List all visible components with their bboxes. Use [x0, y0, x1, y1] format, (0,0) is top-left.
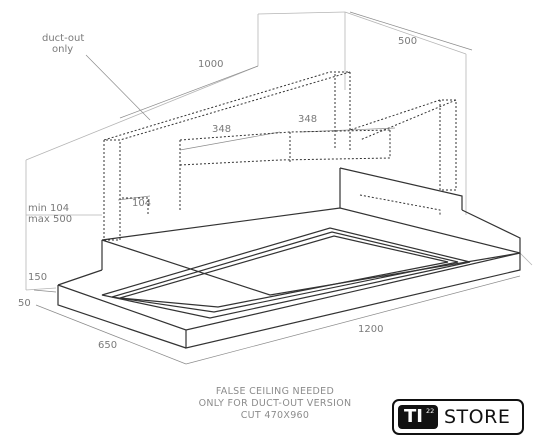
duct-out-label: duct-out [42, 33, 84, 44]
note-line-2: ONLY FOR DUCT-OUT VERSION [198, 398, 352, 409]
duct-out-only-label: only [52, 44, 73, 55]
width-1200-label: 1200 [358, 324, 383, 335]
logo-mark-text: TI [404, 406, 423, 427]
duct-dotted-structure [103, 71, 457, 241]
depth-500-label: 500 [398, 36, 417, 47]
note-line-3: CUT 470X960 [240, 410, 310, 421]
width-1000-label: 1000 [198, 59, 223, 70]
logo-mark-superscript: 22 [426, 407, 435, 415]
max-height-label: max 500 [28, 214, 72, 225]
duct-104-label: 104 [132, 198, 151, 209]
depth-650-label: 650 [98, 340, 117, 351]
note-line-1: FALSE CEILING NEEDED [215, 386, 335, 397]
ti-store-logo: TI 22 STORE [392, 399, 524, 435]
ceiling-outline [25, 11, 533, 291]
installation-note: FALSE CEILING NEEDED ONLY FOR DUCT-OUT V… [170, 386, 380, 422]
duct-348-side-label: 348 [298, 114, 317, 125]
logo-wordmark: STORE [444, 406, 511, 428]
logo-mark: TI 22 [398, 405, 438, 429]
duct-348-front-label: 348 [212, 124, 231, 135]
min-height-label: min 104 [28, 203, 69, 214]
height-50-label: 50 [18, 298, 31, 309]
hood-body [57, 167, 521, 349]
dimension-lines [33, 11, 521, 365]
height-150-label: 150 [28, 272, 47, 283]
